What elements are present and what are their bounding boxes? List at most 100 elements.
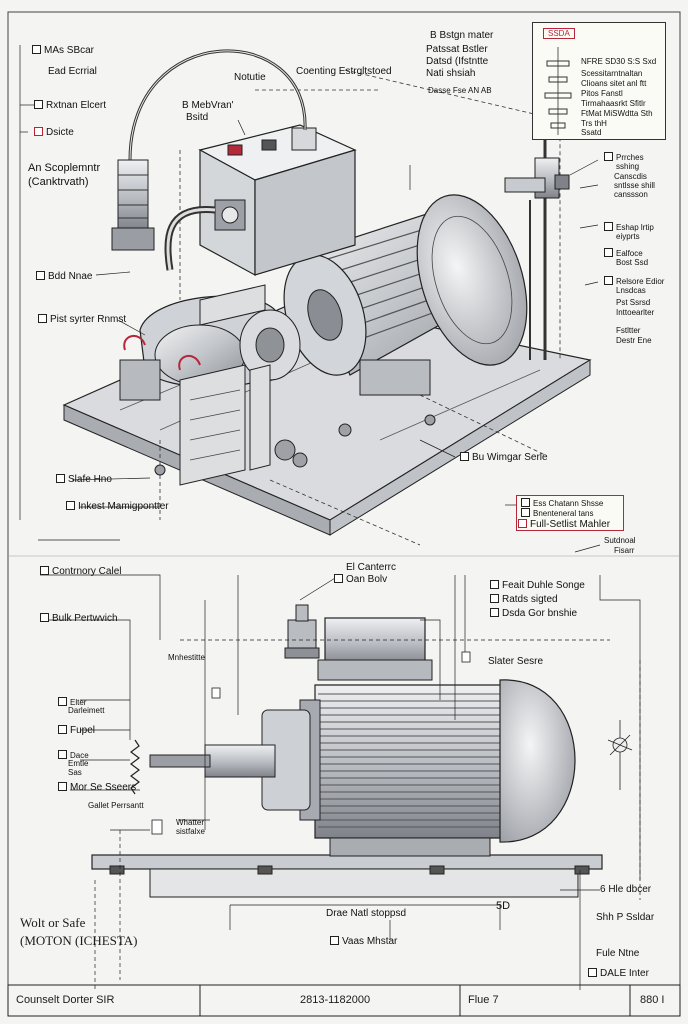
label-r3: Eshap lrtip [604,222,654,232]
subfinal-line1: Sutdnoal [604,536,636,545]
spec-line: Datsd (Ifstntte [426,56,489,67]
checkbox-icon [58,697,67,706]
callout-box: Ess Chatann Shsse Bnenteneral tans [516,495,624,531]
label-b20: Vaas Mhstar [330,936,397,948]
label-t1: Notutie [234,72,266,83]
checkbox-icon [460,452,469,461]
label-b17: Shh P Ssldar [596,912,655,923]
spec-line: B Bstgn mater [430,30,494,41]
lower-baseplate [91,854,603,898]
info-panel-schematic [544,47,572,135]
stamp-line2: (MOTON (ICHESTA) [20,933,138,948]
checkbox-icon [40,613,49,622]
label-l9: Slafe Hno [56,474,112,486]
info-line: NFRE SD30 S:S Sxd [581,57,657,66]
callout-line: Ess Chatann Shsse [521,498,603,508]
info-line: Scessitarntnaltan [581,69,643,78]
checkbox-icon [34,127,43,136]
checkbox-icon [604,276,613,285]
label-b19: 5D [496,900,511,912]
upper-sensor [111,159,155,251]
label-r2: Canscdis [614,172,647,181]
label-r1: Prrches [604,152,644,162]
checkbox-icon [334,574,343,583]
spec-line: Patssat Bstler [426,44,488,55]
label-l5: An Scoplemntr [28,162,101,174]
checkbox-icon [330,936,339,945]
title-block-cell-2: 2813-1182000 [300,994,371,1006]
label-r7-sub: Destr Ene [616,336,652,345]
spec-footer: Dasse Fse AN AB [428,86,492,95]
info-panel: SSDA NFRE SD30 S:S Sxd Scessitarntnaltan… [532,22,666,140]
label-r5-sub: Lnsdcas [616,286,646,295]
label-b14: Gallet Perrsantt [88,801,144,810]
checkbox-icon [490,608,499,617]
info-line: Trs thH [581,119,607,128]
upper-rod-sensor [504,140,570,360]
label-b12-sub2: Sas [68,768,82,777]
label-l10: Inkest Mamigpontter [66,501,169,513]
checkbox-icon [58,725,67,734]
checkbox-icon [521,508,530,517]
label-r2-sub: sntlsse shill [614,181,655,190]
label-l7: Bdd Nnae [36,271,92,283]
checkbox-icon [40,566,49,575]
info-panel-header: SSDA [543,28,575,39]
label-r2-sub2: canssson [614,190,648,199]
spec-line: Nati shsiah [426,68,476,79]
label-b12: Dace [58,750,89,760]
label-r3-sub: eiyprts [616,232,640,241]
checkbox-icon [604,222,613,231]
label-r5: Relsore Edior [604,276,664,286]
base-plate-side [329,359,591,536]
label-r4-sub: Bost Ssd [616,258,649,267]
label-r4: Ealfoce [604,248,643,258]
info-line: Clioans sitet anl ftt [581,79,647,88]
label-r1-sub: sshing [616,162,640,171]
label-b10-sub: Darleimett [68,706,105,715]
label-t2: Coenting Estrgltstoed [296,66,392,77]
checkbox-icon [58,750,67,759]
info-line: Tirmahaasrkt Sfitlr [581,99,646,108]
checkbox-icon [32,45,41,54]
label-b15-sub: sistfalxe [176,827,205,836]
label-r8: Bu Wimgar Serle [460,452,548,464]
info-line: FtMat MiSWdtta Sth [581,109,653,118]
label-b16: 6 Hle dbcer [600,884,652,895]
label-b18: Drae Natl stoppsd [326,908,407,919]
checkbox-icon [588,968,597,977]
label-b13: Mor Se Sseers [58,782,136,794]
label-b12-sub: Emtle [68,759,89,768]
label-b6: Ratds sigted [490,594,558,606]
label-l2: Ead Ecrrial [48,66,97,77]
subfinal-line2: Fisarr [614,546,635,555]
label-l6: (Canktrvath) [28,176,89,188]
label-l4: Dsicte [34,127,74,139]
checkbox-icon [518,519,527,528]
info-line: Ssatd [581,128,602,137]
label-b3: El Canterrc [346,562,397,573]
callout-line-main: Full-Setlist Mahler [518,519,610,531]
checkbox-icon [34,100,43,109]
upper-junction-box [198,124,357,277]
label-b1: Contrnory Calel [40,566,121,578]
label-b22: DALE Inter [588,968,649,980]
label-b5: Feait Duhle Songe [490,580,585,592]
label-t4: Bsitd [186,112,209,123]
checkbox-icon [56,474,65,483]
label-b10: Elter [58,697,86,707]
label-b7: Dsda Gor bnshie [490,608,577,620]
title-block-cell-3: Flue 7 [468,994,499,1006]
label-r6: Pst Ssrsd [616,298,651,307]
label-b4: Oan Bolv [334,574,387,586]
title-block-cell-4: 880 I [640,994,665,1006]
label-b21: Fule Ntne [596,948,640,959]
checkbox-icon [66,501,75,510]
label-l1: MAs SBcar [32,45,94,57]
title-block-cell-1: Counselt Dorter SIR [16,994,115,1006]
checkbox-icon [490,580,499,589]
label-b9: Slater Sesre [488,656,544,667]
checkbox-icon [604,248,613,257]
